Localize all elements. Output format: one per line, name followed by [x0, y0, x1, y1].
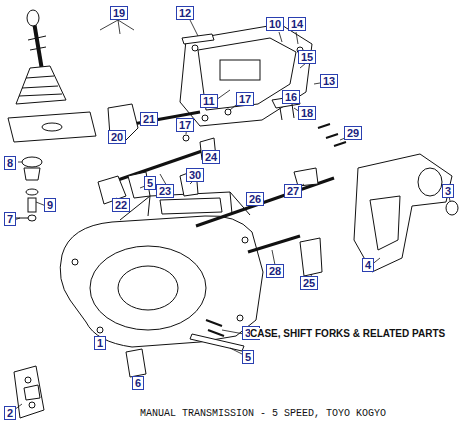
callout-number: 8 — [4, 156, 16, 170]
section-heading: CASE, SHIFT FORKS & RELATED PARTS — [250, 328, 445, 339]
callout-number: 16 — [282, 90, 300, 104]
callout-number: 7 — [4, 212, 16, 226]
callout-number: 26 — [246, 192, 264, 206]
callout-number: 5 — [242, 350, 254, 364]
callout-number: 19 — [110, 6, 128, 20]
callout-number: 25 — [300, 276, 318, 290]
callout-number: 30 — [186, 168, 204, 182]
callout-number: 11 — [200, 94, 218, 108]
callout-number: 3 — [442, 184, 454, 198]
callout-number: 20 — [108, 130, 126, 144]
callout-number: 27 — [284, 184, 302, 198]
callout-number: 21 — [140, 112, 158, 126]
callout-number: 14 — [288, 17, 306, 31]
callout-number: 17 — [176, 118, 194, 132]
callout-number: 2 — [4, 406, 16, 420]
callout-number: 10 — [266, 17, 284, 31]
callout-number: 22 — [112, 198, 130, 212]
callout-number: 29 — [344, 126, 362, 140]
callout-number: 13 — [320, 74, 338, 88]
callout-number: 18 — [298, 106, 316, 120]
callout-number: 4 — [362, 258, 374, 272]
callout-number: 1 — [94, 336, 106, 350]
callout-number: 28 — [266, 264, 284, 278]
diagram-caption: MANUAL TRANSMISSION - 5 SPEED, TOYO KOGY… — [140, 408, 386, 419]
callout-number: 9 — [44, 198, 56, 212]
callout-number: 23 — [156, 184, 174, 198]
callout-number: 24 — [202, 150, 220, 164]
callout-number: 12 — [176, 6, 194, 20]
callout-number: 17 — [236, 92, 254, 106]
callout-number: 5 — [144, 176, 156, 190]
callout-number: 15 — [298, 50, 316, 64]
callout-number: 6 — [132, 376, 144, 390]
